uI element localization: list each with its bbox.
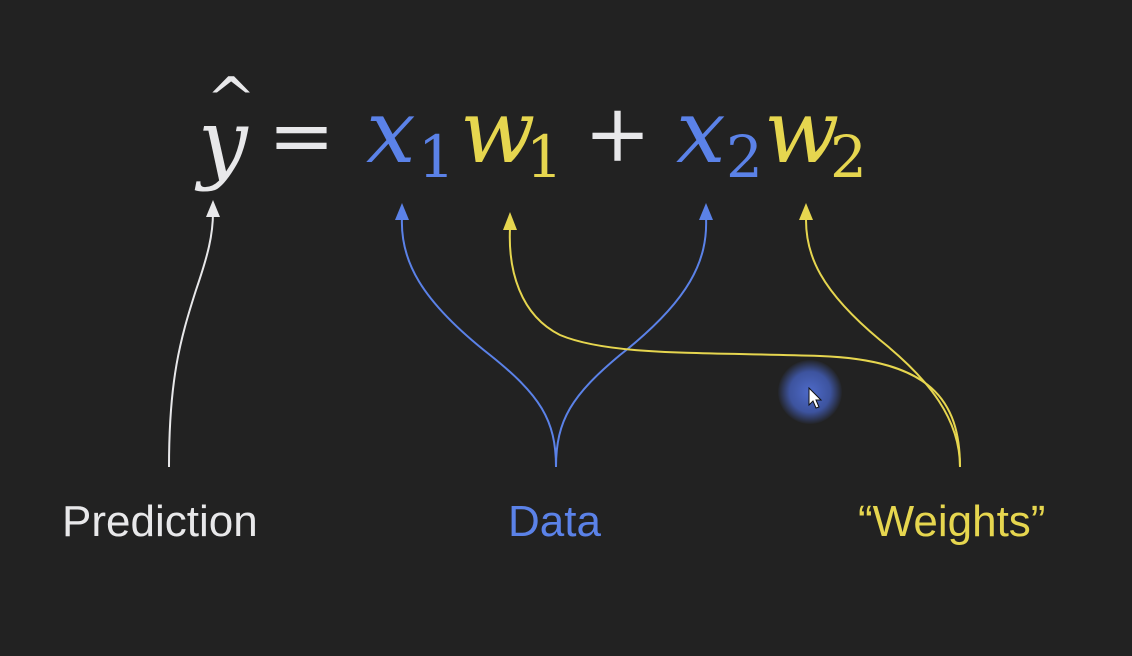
weights-arrow-w1 [508,227,961,468]
w1-subscript: 1 [526,123,563,191]
w1-symbol: w [460,80,536,183]
data-arrow-x1 [400,216,557,468]
x1-symbol: x [366,80,416,183]
weights-arrowhead-w1 [503,212,517,230]
x2-symbol: x [676,80,726,183]
weights-label: “Weights” [858,497,1046,546]
w2-symbol: w [764,80,840,183]
equals-sign: = [268,89,336,182]
data-label: Data [508,497,601,546]
data-arrow-x2 [555,216,708,468]
cursor-pointer-icon [808,387,823,409]
data-arrowhead-x2 [699,203,713,220]
x2-subscript: 2 [726,123,763,191]
plus-sign: + [584,87,652,180]
w2-subscript: 2 [830,123,867,191]
prediction-arrow [168,211,214,468]
x1-subscript: 1 [418,123,455,191]
weights-arrowhead-w2 [799,203,813,220]
data-arrowhead-x1 [395,203,409,220]
weights-arrow-w2 [805,219,961,468]
prediction-label: Prediction [62,497,258,546]
y-hat-symbol: y [198,90,248,193]
hat-accent: ^ [206,65,257,135]
prediction-arrowhead [206,200,220,217]
